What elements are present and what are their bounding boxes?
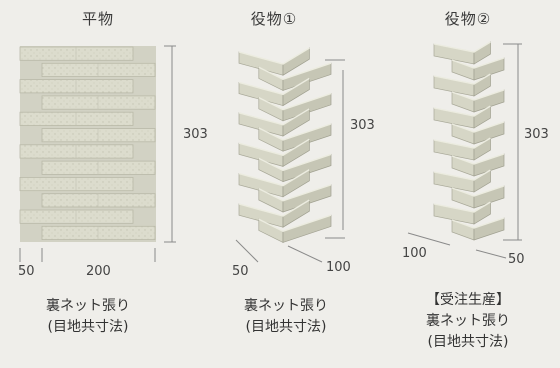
corner-2-dimension-lines: [407, 43, 522, 259]
flat-caption-line-1: 裏ネット張り: [46, 298, 130, 314]
panel-title-corner-2: 役物②: [444, 10, 492, 28]
flat-width-label: 200: [86, 264, 111, 279]
corner-1-depth-b-label: 100: [326, 260, 351, 275]
corner-2-depth-a-label: 100: [402, 246, 427, 261]
flat-caption-line-2: (目地共寸法): [47, 319, 129, 335]
corner-2-caption: 【受注生産】 裏ネット張り (目地共寸法): [393, 290, 543, 353]
flat-tile-sheet: [20, 46, 156, 242]
flat-brick: [19, 209, 134, 224]
flat-brick: [19, 144, 134, 159]
flat-caption: 裏ネット張り (目地共寸法): [13, 296, 163, 338]
flat-brick: [41, 62, 156, 77]
corner-1-bricks: [238, 47, 332, 243]
corner-2-caption-line-2: 裏ネット張り: [426, 313, 510, 329]
flat-left-width-label: 50: [18, 264, 35, 279]
corner-2-bricks: [433, 41, 505, 241]
flat-brick: [41, 128, 156, 143]
flat-brick: [41, 225, 156, 241]
corner-1-height-label: 303: [350, 118, 375, 133]
corner-brick-right: [473, 41, 491, 65]
flat-height-label: 303: [183, 127, 208, 142]
corner-2-depth-b-label: 50: [508, 252, 525, 267]
flat-brick: [19, 79, 134, 94]
panel-title-flat: 平物: [81, 10, 114, 28]
corner-1-dimension-lines: [235, 59, 345, 263]
corner-1-caption: 裏ネット張り (目地共寸法): [211, 296, 361, 338]
flat-brick: [41, 193, 156, 208]
flat-brick: [19, 176, 134, 192]
flat-bricks: [19, 46, 156, 241]
corner-1-caption-line-1: 裏ネット張り: [244, 298, 328, 314]
flat-brick: [19, 46, 134, 61]
corner-2-caption-line-1: 【受注生産】: [426, 292, 510, 308]
flat-brick: [41, 160, 156, 175]
panel-title-corner-1: 役物①: [250, 10, 298, 28]
corner-2-caption-line-3: (目地共寸法): [427, 334, 509, 350]
flat-dimension-lines: [19, 45, 176, 262]
corner-1-caption-line-2: (目地共寸法): [245, 319, 327, 335]
flat-brick: [19, 111, 134, 126]
corner-1-depth-a-label: 50: [232, 264, 249, 279]
flat-brick: [41, 95, 156, 110]
corner-2-height-label: 303: [524, 127, 549, 142]
